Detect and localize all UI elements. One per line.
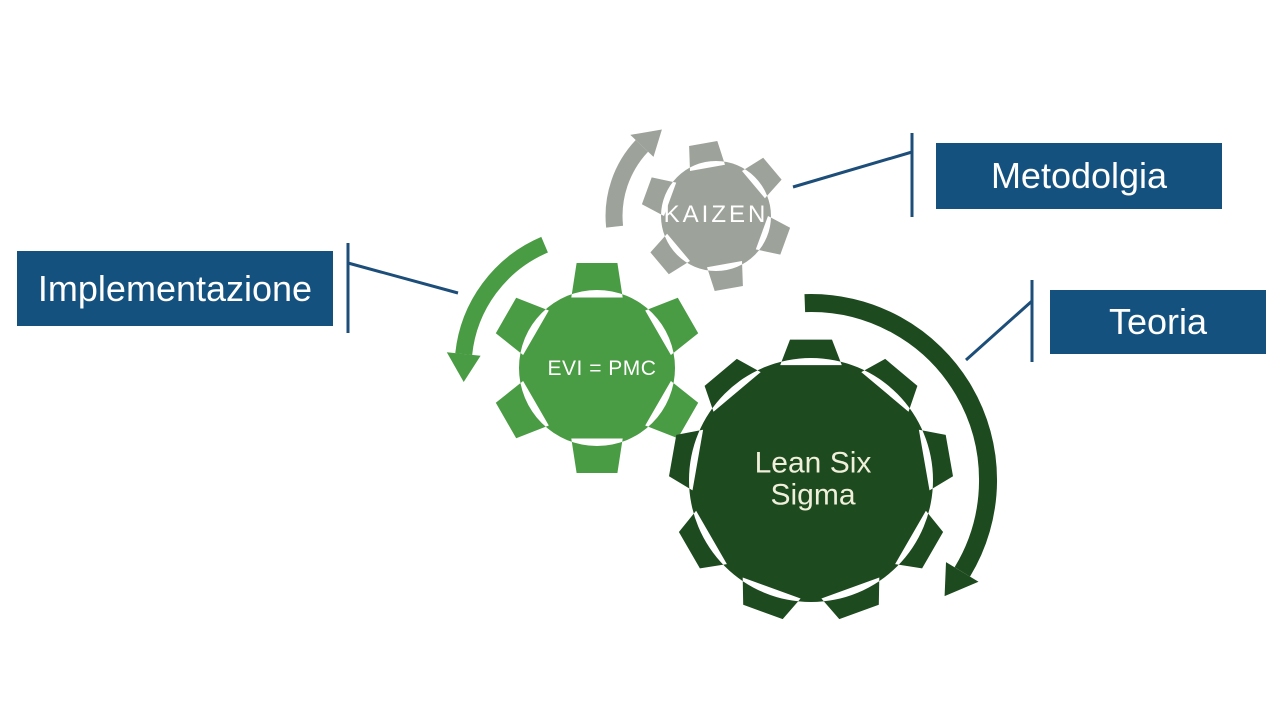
callout-teoria: Teoria <box>1050 290 1266 354</box>
callout-metodologia: Metodolgia <box>936 143 1222 209</box>
lean-six-sigma-rotation-arrow <box>804 294 998 577</box>
callout-teoria-label: Teoria <box>1108 301 1208 342</box>
lean-six-sigma-gear-icon <box>669 339 953 620</box>
kaizen-gear-icon <box>641 141 791 291</box>
callout-metodologia-label: Metodolgia <box>990 155 1168 196</box>
kaizen-rotation-arrowhead-icon <box>630 129 662 157</box>
callout-implementazione-label: Implementazione <box>37 267 313 309</box>
evi-pmc-gear-icon <box>495 263 699 473</box>
evi-pmc-rotation-arrowhead-icon <box>446 352 481 382</box>
lean-six-sigma-gear-label: Lean Six Sigma <box>754 446 872 512</box>
evi-pmc-rotation-arrow <box>455 236 549 356</box>
lean-six-sigma-rotation-arrowhead-icon <box>944 562 979 597</box>
teoria-connector-line <box>965 280 1034 362</box>
implementazione-connector-line <box>346 243 459 333</box>
metodologia-connector-line <box>792 133 914 217</box>
callout-implementazione: Implementazione <box>17 251 333 326</box>
evi-pmc-gear-label: EVI = PMC <box>547 357 657 380</box>
kaizen-gear-label: KAIZEN <box>663 201 769 228</box>
kaizen-rotation-arrow <box>605 140 649 228</box>
